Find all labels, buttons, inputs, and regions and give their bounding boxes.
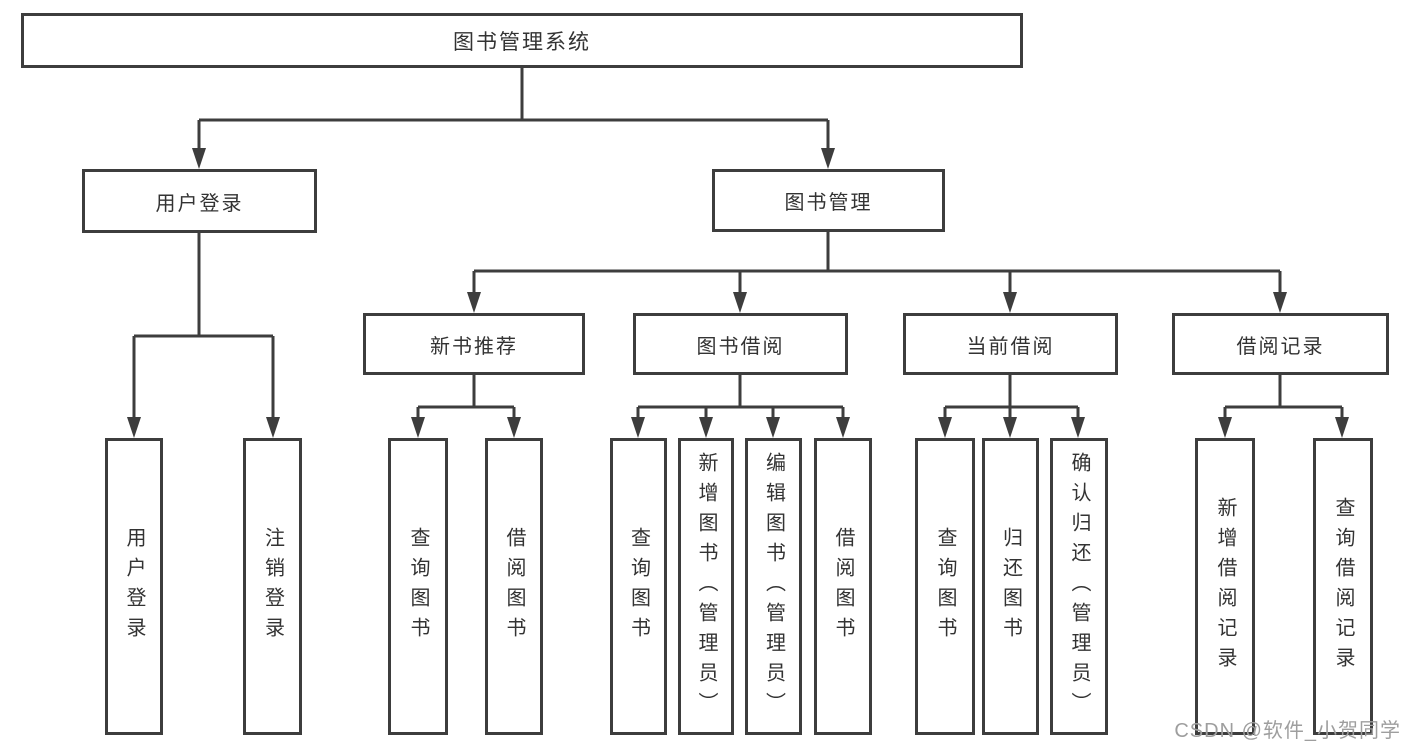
leaf-query-books-current: 查询图书 bbox=[915, 438, 975, 735]
leaf-query-books-recommend: 查询图书 bbox=[388, 438, 448, 735]
node-new-book-recommend: 新书推荐 bbox=[363, 313, 585, 375]
leaf-label: 查询图书 bbox=[627, 526, 650, 647]
leaf-label: 新增图书（管理员） bbox=[695, 451, 717, 722]
leaf-user-login: 用户登录 bbox=[105, 438, 163, 735]
leaf-add-borrow-record: 新增借阅记录 bbox=[1195, 438, 1255, 735]
leaf-label: 用户登录 bbox=[123, 526, 145, 647]
leaf-label: 查询图书 bbox=[407, 526, 429, 647]
leaf-return-books: 归还图书 bbox=[982, 438, 1039, 735]
leaf-borrow-books: 借阅图书 bbox=[814, 438, 872, 735]
leaf-label: 注销登录 bbox=[261, 526, 284, 647]
arrowheads bbox=[127, 148, 1349, 438]
leaf-add-books-admin: 新增图书（管理员） bbox=[678, 438, 734, 735]
leaf-label: 借阅图书 bbox=[503, 526, 525, 647]
leaf-logout: 注销登录 bbox=[243, 438, 302, 735]
csdn-watermark: CSDN @软件_小贺同学 bbox=[1174, 720, 1401, 742]
node-book-borrow: 图书借阅 bbox=[633, 313, 848, 375]
leaf-edit-books-admin: 编辑图书（管理员） bbox=[745, 438, 802, 735]
leaf-query-books-borrow: 查询图书 bbox=[610, 438, 667, 735]
leaf-query-borrow-record: 查询借阅记录 bbox=[1313, 438, 1373, 735]
leaf-label: 编辑图书（管理员） bbox=[762, 451, 785, 722]
node-current-borrow: 当前借阅 bbox=[903, 313, 1118, 375]
leaf-borrow-books-recommend: 借阅图书 bbox=[485, 438, 543, 735]
leaf-label: 归还图书 bbox=[999, 526, 1022, 647]
leaf-label: 确认归还（管理员） bbox=[1068, 451, 1090, 722]
leaf-confirm-return-admin: 确认归还（管理员） bbox=[1050, 438, 1108, 735]
node-library-management-system: 图书管理系统 bbox=[21, 13, 1023, 68]
node-borrow-records: 借阅记录 bbox=[1172, 313, 1389, 375]
leaf-label: 新增借阅记录 bbox=[1214, 496, 1236, 677]
node-user-login: 用户登录 bbox=[82, 169, 317, 233]
leaf-label: 查询图书 bbox=[934, 526, 956, 647]
leaf-label: 借阅图书 bbox=[832, 526, 854, 647]
leaf-label: 查询借阅记录 bbox=[1332, 496, 1354, 677]
node-book-management: 图书管理 bbox=[712, 169, 945, 232]
